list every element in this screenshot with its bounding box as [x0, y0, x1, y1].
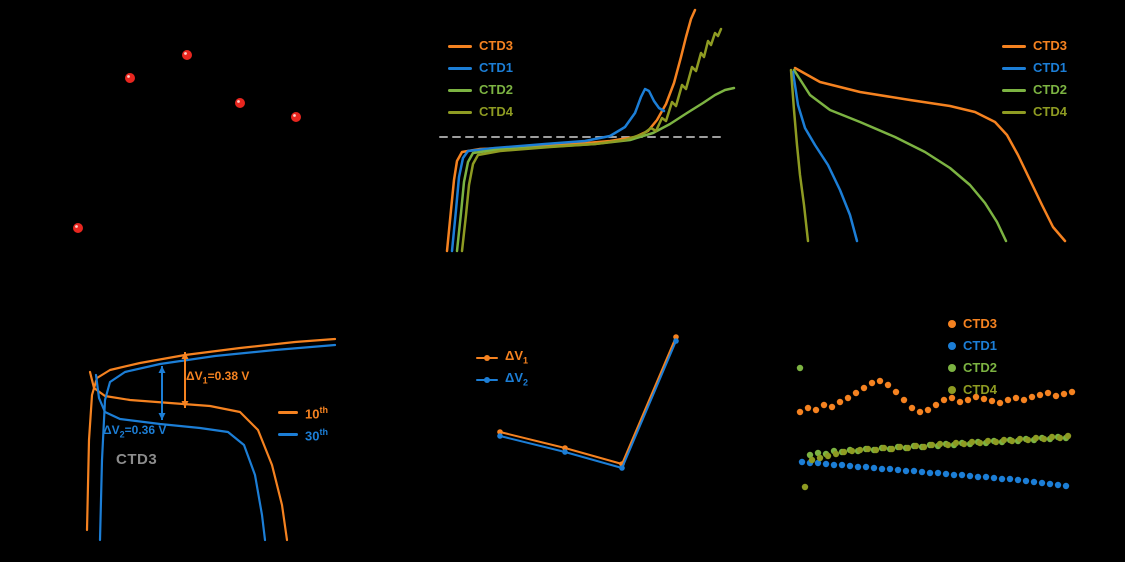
panel-e-legend: ΔV1 ΔV2 [476, 347, 529, 388]
legend-item-ctd4: CTD4 [1002, 104, 1067, 120]
panel-f-cycling-scatter-plot [796, 364, 1076, 491]
panel-c-discharge-curves-plot [789, 66, 1067, 243]
legend-item-dv2: ΔV2 [476, 369, 529, 388]
ctd3-line-swatch [448, 44, 472, 48]
annotation-subscript: 2 [119, 429, 125, 440]
annotation-text: =0.38 V [207, 369, 250, 383]
legend-item-ctd3: CTD3 [448, 38, 513, 54]
panel-d-legend: 10th 30th [278, 404, 328, 444]
legend-item-ctd2: CTD2 [948, 360, 997, 376]
legend-label: CTD3 [479, 38, 513, 53]
panel-e-delta-v-plot [497, 334, 679, 471]
legend-item-ctd2: CTD2 [1002, 82, 1067, 98]
panel-b-legend: CTD3 CTD1 CTD2 CTD4 [448, 38, 513, 120]
panel-c-legend: CTD3 CTD1 CTD2 CTD4 [1002, 38, 1067, 120]
legend-label: CTD4 [963, 382, 997, 397]
legend-item-ctd1: CTD1 [948, 338, 997, 354]
legend-label: CTD3 [1033, 38, 1067, 53]
legend-label: CTD2 [479, 82, 513, 97]
ctd3-dot-swatch [948, 320, 956, 328]
ctd4-line-swatch [1002, 110, 1026, 114]
panel-f-legend: CTD3 CTD1 CTD2 CTD4 [948, 316, 997, 398]
ctd2-dot-swatch [948, 364, 956, 372]
dv1-marker-swatch [484, 355, 490, 361]
legend-item-ctd4: CTD4 [948, 382, 997, 398]
legend-item-ctd1: CTD1 [1002, 60, 1067, 76]
legend-label: 10th [305, 404, 328, 422]
ctd2-line-swatch [1002, 88, 1026, 92]
dv2-marker-swatch [484, 377, 490, 383]
legend-label: CTD1 [479, 60, 513, 75]
legend-item-10th: 10th [278, 404, 328, 422]
panel-b-charge-curves-plot [439, 8, 736, 253]
ctd2-line-swatch [448, 88, 472, 92]
legend-label: CTD3 [963, 316, 997, 331]
panel-d-cycle-curves-plot [85, 337, 337, 542]
legend-label: ΔV2 [505, 369, 529, 388]
cycle30-line-swatch [278, 432, 298, 436]
legend-item-dv1: ΔV1 [476, 347, 529, 366]
legend-label: ΔV1 [505, 347, 529, 366]
dv1-line-swatch [476, 355, 498, 361]
annotation-subscript: 1 [202, 375, 208, 386]
delta-v1-annotation: ΔV1=0.38 V [186, 369, 249, 385]
sample-label: CTD3 [116, 451, 158, 468]
ctd4-dot-swatch [948, 386, 956, 394]
annotation-text: ΔV [186, 369, 203, 383]
ctd3-line-swatch [1002, 44, 1026, 48]
legend-item-ctd3: CTD3 [948, 316, 997, 332]
legend-item-ctd4: CTD4 [448, 104, 513, 120]
legend-label: CTD4 [479, 104, 513, 119]
legend-item-ctd3: CTD3 [1002, 38, 1067, 54]
legend-label: CTD1 [963, 338, 997, 353]
annotation-text: =0.36 V [124, 423, 167, 437]
annotation-text: ΔV [103, 423, 120, 437]
ctd4-line-swatch [448, 110, 472, 114]
legend-label: CTD4 [1033, 104, 1067, 119]
legend-label: CTD2 [963, 360, 997, 375]
dv2-line-swatch [476, 377, 498, 383]
legend-item-ctd2: CTD2 [448, 82, 513, 98]
legend-item-ctd1: CTD1 [448, 60, 513, 76]
panel-a-scatter-plot [73, 50, 301, 233]
legend-label: CTD1 [1033, 60, 1067, 75]
cycle10-line-swatch [278, 410, 298, 414]
ctd1-line-swatch [1002, 66, 1026, 70]
ctd1-line-swatch [448, 66, 472, 70]
legend-label: 30th [305, 426, 328, 444]
legend-label: CTD2 [1033, 82, 1067, 97]
ctd1-dot-swatch [948, 342, 956, 350]
delta-v2-annotation: ΔV2=0.36 V [103, 423, 166, 439]
legend-item-30th: 30th [278, 426, 328, 444]
